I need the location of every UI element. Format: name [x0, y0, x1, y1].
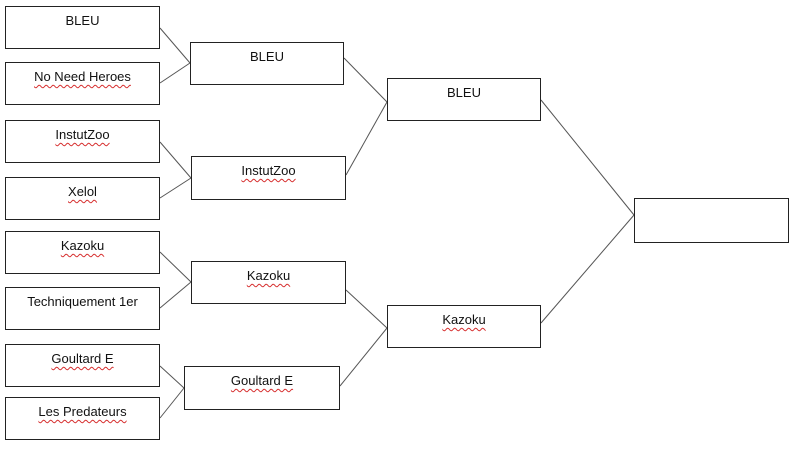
team-name: InstutZoo	[55, 127, 110, 142]
round3-box-bleu: BLEU	[387, 78, 541, 121]
team-name: BLEU	[65, 13, 100, 28]
team-box-kazoku: Kazoku	[5, 231, 160, 274]
round2-box-bleu: BLEU	[190, 42, 344, 85]
team-name: Goultard E	[230, 373, 294, 388]
connector	[159, 27, 191, 64]
team-box-techniquement-1er: Techniquement 1er	[5, 287, 160, 330]
team-box-no-need-heroes: No Need Heroes	[5, 62, 160, 105]
connector	[159, 141, 192, 179]
team-box-bleu: BLEU	[5, 6, 160, 49]
connector	[345, 289, 388, 329]
team-box-goultard-e: Goultard E	[5, 344, 160, 387]
team-name: Les Predateurs	[38, 404, 127, 419]
final-winner-box	[634, 198, 789, 243]
team-name: BLEU	[250, 49, 284, 64]
team-name: Goultard E	[51, 351, 114, 366]
connector	[159, 177, 192, 199]
team-name: Techniquement 1er	[27, 294, 138, 309]
team-name: BLEU	[447, 85, 481, 100]
team-box-les-predateurs: Les Predateurs	[5, 397, 160, 440]
connector	[159, 62, 191, 84]
team-name: Kazoku	[442, 312, 486, 327]
connector	[540, 99, 635, 216]
round2-box-instutzoo: InstutZoo	[191, 156, 346, 200]
team-name: InstutZoo	[241, 163, 296, 178]
connector	[540, 214, 635, 324]
connector	[159, 251, 192, 283]
team-name: Xelol	[68, 184, 97, 199]
round2-box-goultard-e: Goultard E	[184, 366, 340, 410]
team-box-instutzoo: InstutZoo	[5, 120, 160, 163]
connector	[159, 365, 185, 389]
connector	[159, 387, 185, 419]
team-name: No Need Heroes	[34, 69, 131, 84]
connector	[159, 281, 192, 309]
round2-box-kazoku: Kazoku	[191, 261, 346, 304]
connector	[345, 101, 388, 176]
team-name: Kazoku	[60, 238, 105, 253]
connector	[343, 57, 388, 103]
team-box-xelol: Xelol	[5, 177, 160, 220]
team-name: Kazoku	[246, 268, 291, 283]
round3-box-kazoku: Kazoku	[387, 305, 541, 348]
connector	[339, 327, 388, 387]
